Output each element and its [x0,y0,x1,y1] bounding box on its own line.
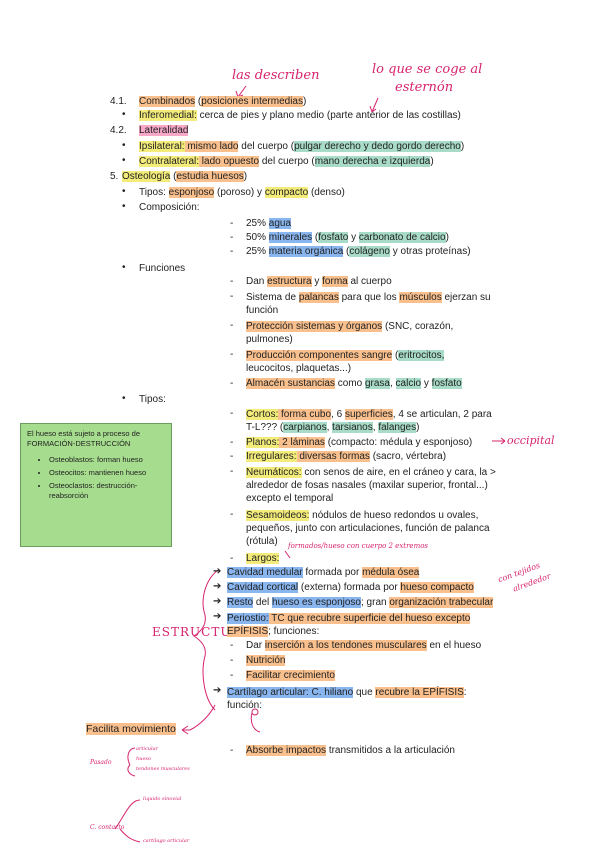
periostio-funcion-insercion: Dar inserción a los tendones musculares … [246,640,482,651]
item-agua: 25% agua [246,218,292,229]
periostio-funcion-nutricion: Nutrición [246,655,286,666]
bullet [122,140,126,151]
bullet [122,201,126,212]
dash: - [230,276,234,287]
dash: - [230,408,234,419]
cartilago-funcion-absorbe: Absorbe impactos transmitidos a la artic… [246,745,455,756]
facilita-movimiento: Facilita movimiento [86,723,176,735]
heading-osteologia: Osteología (estudia huesos) [122,171,248,182]
dash: - [230,451,234,462]
list-number-4-2: 4.2. [110,125,127,136]
info-box-item: Osteoclastos: destrucción-reabsorción [49,481,165,501]
note-articular: articular [136,746,158,752]
funcion-estructura: Dan estructura y forma al cuerpo [246,276,392,287]
tipo-sesamoideos: Sesamoideos: nódulos de hueso redondos u… [246,510,490,547]
dash: - [230,640,234,651]
arrow-icon: ➔ [213,566,222,577]
info-box-item: Osteoblastos: forman hueso [49,455,165,465]
bullet [122,186,126,197]
dash: - [230,291,234,302]
info-box-title: El hueso está sujeto a proceso de FORMAC… [27,429,140,448]
item-contralateral: Contralateral: lado opuesto del cuerpo (… [139,156,434,167]
item-ipsilateral: Ipsilateral: mismo lado del cuerpo (pulg… [139,141,465,152]
annotation-estructura: ESTRUCTURA [152,625,252,639]
arrow-icon: ➔ [213,611,222,622]
list-number-4-1: 4.1. [110,96,127,107]
annotation-describen: las describen [232,68,320,83]
tipo-largos: Largos: [246,553,280,564]
heading-combinados: Combinados (posiciones intermedias) [139,96,307,107]
info-box-formacion-destruccion: El hueso está sujeto a proceso de FORMAC… [20,423,172,547]
arrow-icon: ➔ [213,596,222,607]
dash: - [230,509,234,520]
estructura-cartilago: Cartílago articular: C. hiliano que recu… [227,687,467,711]
funcion-almacen: Almacén sustancias como grasa, calcio y … [246,378,462,389]
estructura-cavidad-medular: Cavidad medular formada por médula ósea [227,567,420,578]
item-tipos-2: Tipos: [139,394,166,405]
bullet [122,109,126,120]
estructura-resto: Resto del hueso es esponjoso; gran organ… [227,597,494,608]
dash: - [230,466,234,477]
arrow-icon: ➔ [213,581,222,592]
periostio-funcion-crecimiento: Facilitar crecimiento [246,670,335,681]
annotation-esternon-2: esternón [395,80,454,95]
tipo-neumaticos: Neumáticos: con senos de aire, en el crá… [246,467,496,504]
bullet [122,155,126,166]
dash: - [230,655,234,666]
dash: - [230,670,234,681]
annotation-esternon-1: lo que se coge al [372,62,483,77]
list-number-5: 5. [110,171,119,182]
dash: - [230,349,234,360]
arrow-icon: ➔ [213,685,222,696]
item-materia-organica: 25% materia orgánica (colágeno y otras p… [246,246,471,257]
note-pasado: Pasado [90,759,112,766]
dash: - [230,437,234,448]
dash: - [230,232,234,243]
funcion-produccion: Producción componentes sangre (eritrocit… [246,350,445,374]
dash: - [230,320,234,331]
funcion-proteccion: Protección sistemas y órganos (SNC, cora… [246,321,454,345]
item-minerales: 50% minerales (fosfato y carbonato de ca… [246,232,449,243]
annotation-largos: formados/hueso con cuerpo 2 extremos [288,542,429,550]
item-funciones: Funciones [139,263,186,274]
dash: - [230,218,234,229]
tipo-cortos: Cortos: forma cubo, 6 superficies, 4 se … [246,409,492,433]
dash: - [230,246,234,257]
dash: - [230,553,234,564]
dash: - [230,745,234,756]
note-cartilago-articular: cartilago articular [143,838,190,844]
note-hueso: hueso [136,756,151,762]
tipo-irregulares: Irregulares: diversas formas (sacro, vér… [246,451,447,462]
heading-lateralidad: Lateralidad [139,125,189,136]
note-liquido-sinovial: liquido sinovial [143,796,182,802]
info-box-item: Osteocitos: mantienen hueso [49,468,165,478]
annotation-occipital: occipital [507,434,555,447]
estructura-periostio: Periostio: TC que recubre superficie del… [227,613,471,637]
estructura-cavidad-cortical: Cavidad cortical (externa) formada por h… [227,582,474,593]
item-tipos: Tipos: esponjoso (poroso) y compacto (de… [139,187,345,198]
note-tendones: tendones musculares [136,766,190,772]
bullet [122,393,126,404]
bullet [122,262,126,273]
dash: - [230,378,234,389]
note-contacto: C. contacto [90,824,125,831]
tipo-planos: Planos: 2 láminas (compacto: médula y es… [246,437,473,448]
funcion-palancas: Sistema de palancas para que los músculo… [246,292,491,316]
item-inferomedial: Inferomedial: cerca de pies y plano medi… [139,110,461,121]
item-composicion: Composición: [139,202,200,213]
